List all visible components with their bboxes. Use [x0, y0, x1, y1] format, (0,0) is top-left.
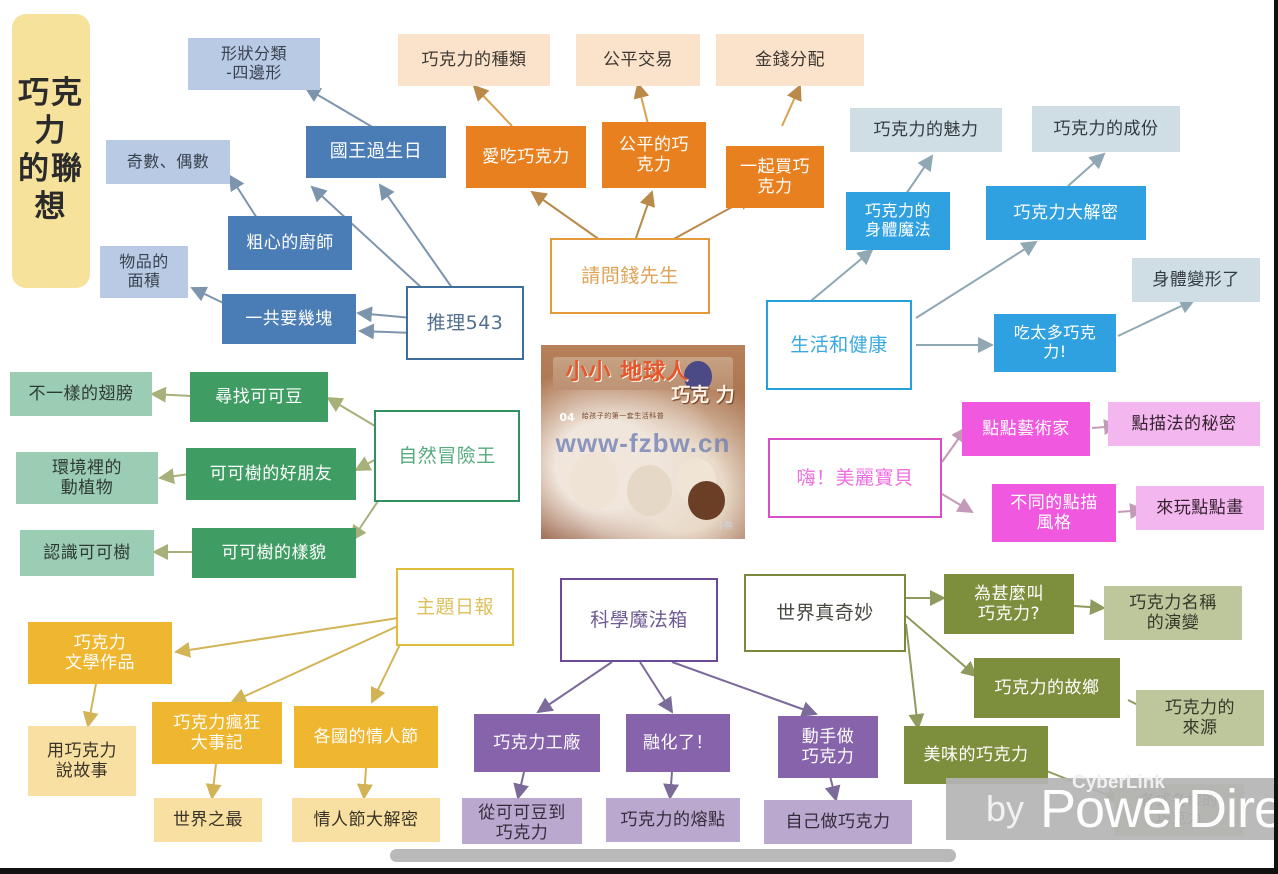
node-world-pale-0[interactable]: 巧克力名稱 的演變: [1104, 586, 1242, 640]
node-health-pale-1[interactable]: 巧克力的成份: [1032, 106, 1180, 152]
branch-hub-nature[interactable]: 自然冒險王: [374, 410, 520, 502]
node-health-mid-0[interactable]: 巧克力的 身體魔法: [846, 192, 950, 250]
node-math-pale-1[interactable]: 奇數、偶數: [106, 140, 230, 184]
node-science-pale-2[interactable]: 自己做巧克力: [764, 800, 912, 844]
node-science-mid-2[interactable]: 動手做 巧克力: [778, 716, 878, 778]
branch-hub-health[interactable]: 生活和健康: [766, 300, 912, 390]
node-news-pale-1[interactable]: 世界之最: [154, 798, 262, 842]
node-nature-pale-1[interactable]: 環境裡的 動植物: [16, 452, 158, 504]
node-art-pale-0[interactable]: 點描法的秘密: [1108, 402, 1260, 446]
node-world-mid-0[interactable]: 為甚麼叫 巧克力?: [944, 574, 1074, 634]
node-news-pale-0[interactable]: 用巧克力 說故事: [28, 726, 136, 796]
branch-hub-world[interactable]: 世界真奇妙: [744, 574, 906, 652]
node-world-mid-1[interactable]: 巧克力的故鄉: [974, 658, 1120, 718]
book-subtitle-text: 給孩子的第一套生活科普: [581, 411, 665, 420]
node-math-mid-1[interactable]: 粗心的廚師: [228, 216, 352, 270]
branch-hub-math[interactable]: 推理543: [406, 286, 524, 360]
horizontal-scrollbar-thumb[interactable]: [390, 849, 956, 862]
node-art-pale-1[interactable]: 來玩點點畫: [1136, 486, 1264, 530]
node-science-mid-0[interactable]: 巧克力工廠: [474, 714, 600, 772]
node-math-mid-0[interactable]: 國王過生日: [306, 126, 446, 178]
book-figure-2: [626, 465, 672, 516]
node-art-mid-1[interactable]: 不同的點描 風格: [992, 484, 1116, 542]
watermark-by-text: by: [986, 788, 1025, 829]
branch-hub-art[interactable]: 嗨！美麗寶貝: [768, 438, 942, 518]
horizontal-scrollbar-track[interactable]: [0, 844, 1278, 870]
mindmap-title-card: 巧克力 的聯想: [12, 14, 90, 288]
image-source-watermark: www-fzbw.cn: [555, 428, 731, 459]
book-cocoa-detail: [687, 480, 725, 520]
node-art-mid-0[interactable]: 點點藝術家: [962, 402, 1090, 456]
node-health-mid-1[interactable]: 巧克力大解密: [986, 186, 1146, 240]
node-nature-pale-2[interactable]: 認識可可樹: [20, 530, 154, 576]
window-bottom-edge: [0, 868, 1278, 874]
node-nature-mid-1[interactable]: 可可樹的好朋友: [186, 448, 356, 500]
node-news-mid-0[interactable]: 巧克力 文學作品: [28, 622, 172, 684]
node-money-mid-2[interactable]: 一起買巧 克力: [726, 146, 824, 208]
node-math-mid-2[interactable]: 一共要幾塊: [222, 294, 356, 344]
node-nature-pale-0[interactable]: 不一樣的翅膀: [10, 372, 152, 416]
book-publisher-logo: 小熊: [716, 521, 733, 531]
node-health-pale-2[interactable]: 身體變形了: [1132, 258, 1260, 302]
node-health-pale-0[interactable]: 巧克力的魅力: [850, 108, 1002, 152]
node-money-mid-0[interactable]: 愛吃巧克力: [466, 126, 586, 188]
window-right-edge: [1274, 0, 1278, 874]
node-nature-mid-2[interactable]: 可可樹的樣貌: [192, 528, 356, 578]
node-nature-mid-0[interactable]: 尋找可可豆: [190, 372, 328, 422]
branch-hub-science[interactable]: 科學魔法箱: [560, 578, 718, 662]
powerdirector-watermark-band: [946, 778, 1278, 840]
node-world-pale-1[interactable]: 巧克力的 來源: [1136, 690, 1264, 746]
node-news-mid-1[interactable]: 巧克力瘋狂 大事記: [152, 702, 282, 764]
watermark-product-text: PowerDire: [1040, 779, 1278, 839]
book-character-detail: [683, 360, 713, 392]
node-news-mid-2[interactable]: 各國的情人節: [294, 706, 438, 768]
node-health-mid-2[interactable]: 吃太多巧克 力!: [994, 314, 1116, 372]
book-title-text: 小小 地球人: [565, 360, 690, 386]
node-math-pale-2[interactable]: 物品的 面積: [100, 246, 188, 298]
book-side-title: 巧克 力: [671, 383, 735, 406]
node-world-mid-2[interactable]: 美味的巧克力: [904, 726, 1048, 784]
book-figure-1: [569, 451, 619, 510]
book-volume-number: 04: [559, 410, 575, 424]
branch-hub-money[interactable]: 請問錢先生: [550, 238, 710, 314]
branch-hub-news[interactable]: 主題日報: [396, 568, 514, 646]
watermark-brand-text: CyberLink: [1072, 772, 1165, 793]
node-math-pale-0[interactable]: 形狀分類 -四邊形: [188, 38, 320, 90]
node-money-pale-0[interactable]: 巧克力的種類: [398, 34, 550, 86]
node-money-pale-1[interactable]: 公平交易: [576, 34, 700, 86]
book-cover-image: 小小 地球人 04 給孩子的第一套生活科普 巧克 力 www-fzbw.cn 小…: [541, 345, 745, 539]
node-science-mid-1[interactable]: 融化了！: [626, 714, 730, 772]
node-money-mid-1[interactable]: 公平的巧 克力: [602, 122, 706, 188]
node-science-pale-0[interactable]: 從可可豆到 巧克力: [462, 798, 582, 848]
node-science-pale-1[interactable]: 巧克力的熔點: [606, 798, 740, 842]
node-money-pale-2[interactable]: 金錢分配: [716, 34, 864, 86]
node-news-pale-2[interactable]: 情人節大解密: [292, 798, 440, 842]
